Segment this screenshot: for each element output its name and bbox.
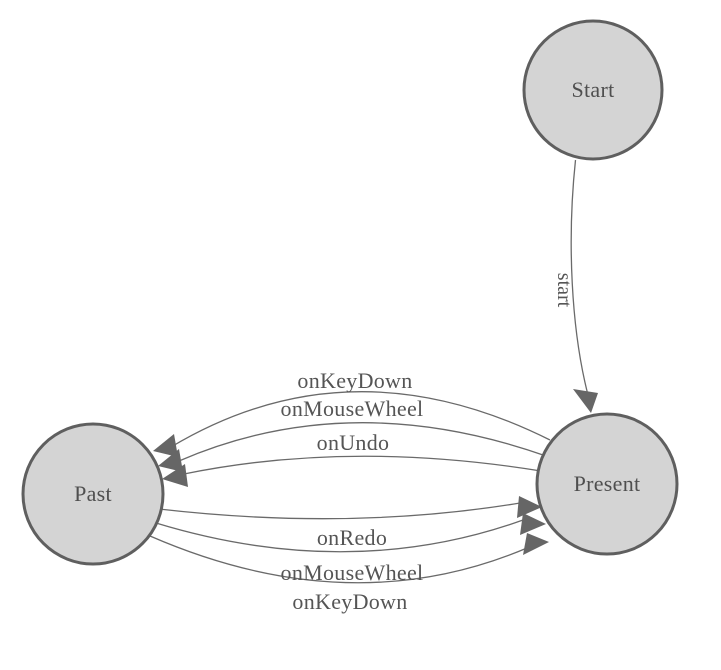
edge-label-group: start onKeyDown onMouseWheel onUndo onRe…: [281, 273, 575, 614]
past-node-label: Past: [74, 481, 112, 506]
past-node-circle[interactable]: [21, 422, 165, 566]
arrowhead-onmousewheel-bottom: [520, 513, 546, 535]
start-node-circle[interactable]: [522, 19, 664, 161]
arrowhead-onkeydown-top: [153, 434, 178, 457]
present-node-label: Present: [574, 471, 641, 496]
state-node-present[interactable]: Present: [535, 412, 679, 556]
state-node-start[interactable]: Start: [522, 19, 664, 161]
edge-present-to-past-onundo: [183, 455, 542, 475]
edge-label-onmousewheel-bottom: onMouseWheel: [281, 560, 424, 585]
edge-label-onkeydown-top: onKeyDown: [297, 368, 412, 393]
edge-label-onkeydown-bottom: onKeyDown: [292, 589, 407, 614]
start-node-label: Start: [571, 77, 614, 102]
edge-group: [149, 159, 598, 584]
edge-start-to-present: [570, 159, 590, 398]
edge-label-start: start: [553, 273, 575, 308]
arrowhead-onkeydown-bottom: [523, 533, 549, 555]
state-node-past[interactable]: Past: [21, 422, 165, 566]
edge-present-to-past-onkeydown: [170, 391, 551, 448]
edge-past-to-present-onkeydown: [149, 535, 528, 584]
edge-label-onredo: onRedo: [317, 525, 387, 550]
edge-label-onmousewheel-top: onMouseWheel: [281, 396, 424, 421]
arrowhead-start-to-present: [573, 389, 598, 413]
present-node-circle[interactable]: [535, 412, 679, 556]
edge-past-to-present-onmousewheel: [155, 519, 524, 553]
arrowhead-onredo: [517, 496, 542, 518]
edge-label-onundo: onUndo: [317, 430, 390, 455]
edge-past-to-present-onredo: [158, 502, 521, 520]
arrowhead-onmousewheel-top: [158, 449, 183, 472]
arrowhead-onundo: [162, 464, 188, 487]
edge-present-to-past-onmousewheel: [178, 422, 547, 462]
